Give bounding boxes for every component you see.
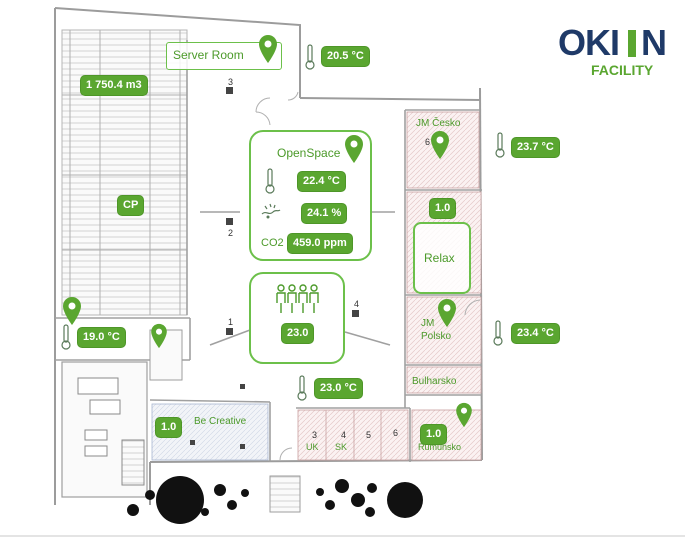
trees bbox=[127, 476, 423, 524]
marker-3-dot bbox=[226, 87, 233, 94]
corridor-temp-badge[interactable]: 23.0 °C bbox=[315, 379, 362, 398]
people-icon bbox=[276, 284, 319, 313]
bulharsko-label: Bulharsko bbox=[412, 376, 457, 387]
be-creative-label: Be Creative bbox=[194, 416, 247, 427]
okin-logo: OKI N FACILITY bbox=[558, 22, 673, 82]
room-5-label: 5 bbox=[366, 430, 372, 440]
openspace-label: OpenSpace bbox=[277, 146, 341, 160]
location-pin-icon[interactable] bbox=[258, 34, 278, 64]
thermometer-icon bbox=[297, 375, 307, 401]
humidity-icon bbox=[261, 203, 281, 219]
logo-subtitle: FACILITY bbox=[591, 62, 654, 78]
relax-card[interactable] bbox=[413, 222, 471, 294]
server-room-temp-badge[interactable]: 20.5 °C bbox=[322, 47, 369, 66]
co2-label: CO2 bbox=[261, 237, 284, 249]
rumunsko-value-badge[interactable]: 1.0 bbox=[421, 425, 447, 444]
thermometer-icon bbox=[61, 324, 71, 350]
parking-area bbox=[61, 29, 188, 316]
server-room-label: Server Room bbox=[173, 48, 244, 62]
location-pin-icon[interactable] bbox=[62, 296, 82, 326]
location-pin-icon[interactable] bbox=[150, 323, 168, 349]
room-number-label: 6 bbox=[425, 137, 431, 147]
marker-2-label: 2 bbox=[228, 228, 234, 238]
occupancy-badge[interactable]: 23.0 bbox=[282, 324, 314, 343]
openspace-humidity-badge[interactable]: 24.1 % bbox=[302, 204, 347, 223]
cp-badge[interactable]: CP bbox=[118, 196, 144, 215]
relax-value-badge[interactable]: 1.0 bbox=[430, 199, 456, 218]
jm-polsko-temp-badge[interactable]: 23.4 °C bbox=[512, 324, 559, 343]
thermometer-icon bbox=[495, 132, 505, 158]
volume-badge[interactable]: 1 750.4 m3 bbox=[81, 76, 147, 95]
jm-polsko-label-line2: Polsko bbox=[421, 331, 452, 342]
room-uk-label: UK bbox=[306, 442, 319, 452]
rumunsko-label: Rumunsko bbox=[418, 442, 462, 452]
marker-2-dot bbox=[226, 218, 233, 225]
openspace-temp-badge[interactable]: 22.4 °C bbox=[298, 172, 345, 191]
marker-1-label: 1 bbox=[228, 317, 234, 327]
left-temp-badge[interactable]: 19.0 °C bbox=[78, 328, 125, 347]
be-creative-value-badge[interactable]: 1.0 bbox=[156, 418, 182, 437]
location-pin-icon[interactable] bbox=[430, 130, 450, 160]
jm-cesko-temp-badge[interactable]: 23.7 °C bbox=[512, 138, 559, 157]
jm-polsko-label-line1: JM bbox=[421, 318, 435, 329]
occupancy-card[interactable] bbox=[249, 272, 345, 364]
room-3-label: 3 bbox=[312, 430, 318, 440]
room-6-label: 6 bbox=[393, 428, 399, 438]
marker-3-label: 3 bbox=[228, 77, 234, 87]
room-sk-label: SK bbox=[335, 442, 348, 452]
logo-text-oki: OKI bbox=[558, 22, 620, 63]
room-4-label: 4 bbox=[341, 430, 347, 440]
logo-i-bar bbox=[628, 30, 636, 57]
marker-4-dot bbox=[352, 310, 359, 317]
openspace-co2-badge[interactable]: 459.0 ppm bbox=[288, 234, 352, 253]
rooms-3-6-area bbox=[297, 409, 409, 461]
room-bulharsko-area bbox=[406, 366, 482, 394]
location-pin-icon[interactable] bbox=[455, 402, 473, 428]
marker-1-dot bbox=[226, 328, 233, 335]
relax-label: Relax bbox=[424, 251, 455, 265]
thermometer-icon bbox=[305, 44, 315, 70]
marker-4-label: 4 bbox=[354, 299, 360, 309]
thermometer-icon bbox=[265, 168, 275, 194]
thermometer-icon bbox=[493, 320, 503, 346]
jm-cesko-label: JM Česko bbox=[416, 118, 461, 129]
entrance-stairs bbox=[269, 475, 301, 513]
logo-text-n: N bbox=[641, 22, 667, 63]
location-pin-icon[interactable] bbox=[344, 134, 364, 164]
location-pin-icon[interactable] bbox=[437, 298, 457, 328]
